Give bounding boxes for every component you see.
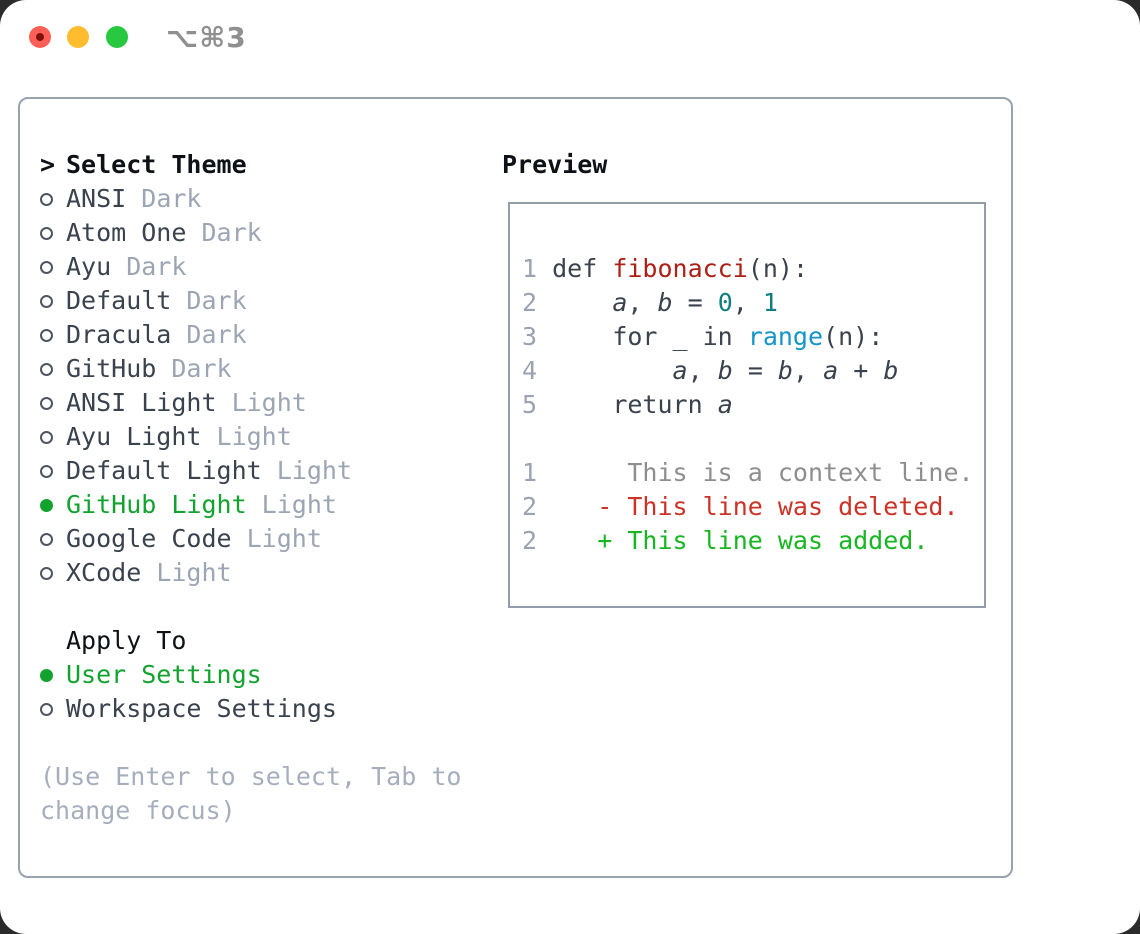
theme-name: Ayu Light [66,422,202,451]
theme-variant: Light [231,524,322,553]
theme-option-ayu[interactable]: Ayu Dark [40,250,461,284]
select-theme-header: > Select Theme [40,148,461,182]
apply-option-label: Workspace Settings [66,694,337,723]
preview-box: 1 def fibonacci(n): 2 a, b = 0, 1 3 for _ … [508,202,986,608]
theme-variant: Dark [186,218,262,247]
theme-variant: Light [141,558,232,587]
titlebar: ⌥⌘3 [0,0,1140,97]
radio-selected-icon [40,668,53,682]
spacer [40,590,461,624]
theme-variant: Dark [171,320,247,349]
theme-option-ansi[interactable]: ANSI Dark [40,182,461,216]
code-line-1: 1 def fibonacci(n): [522,254,809,283]
radio-icon [40,396,53,410]
apply-option-user-settings[interactable]: User Settings [40,658,461,692]
theme-name: Default [66,286,172,315]
radio-icon [40,702,53,716]
blank-line [522,422,984,456]
theme-option-google-code[interactable]: Google Code Light [40,522,461,556]
theme-variant: Light [246,490,337,519]
radio-selected-icon [40,498,53,512]
theme-option-xcode[interactable]: XCode Light [40,556,461,590]
theme-name: Atom One [66,218,187,247]
radio-icon [40,294,53,308]
close-modified-dot-icon [36,33,44,41]
apply-option-label: User Settings [66,660,262,689]
theme-variant: Dark [156,354,232,383]
theme-variant: Dark [126,184,202,213]
apply-to-header: Apply To [40,624,461,658]
preview-title: Preview [502,150,608,179]
hint-text-line-2: change focus) [40,796,236,825]
theme-option-default[interactable]: Default Dark [40,284,461,318]
theme-name: Ayu [66,252,112,281]
radio-icon [40,226,53,240]
diff-deleted-line: 2 - This line was deleted. [522,492,959,521]
radio-icon [40,430,53,444]
apply-to-title: Apply To [66,626,187,655]
theme-option-ansi-light[interactable]: ANSI Light Light [40,386,461,420]
theme-name: Default Light [66,456,262,485]
radio-icon [40,192,53,206]
radio-icon [40,260,53,274]
select-theme-title: Select Theme [66,150,247,179]
theme-name: XCode [66,558,142,587]
theme-option-ayu-light[interactable]: Ayu Light Light [40,420,461,454]
radio-icon [40,532,53,546]
theme-option-atom-one[interactable]: Atom One Dark [40,216,461,250]
theme-name: GitHub [66,354,157,383]
preview-code: 1 def fibonacci(n): 2 a, b = 0, 1 3 for _ … [522,252,984,558]
diff-added-line: 2 + This line was added. [522,526,929,555]
apply-option-workspace-settings[interactable]: Workspace Settings [40,692,461,726]
theme-variant: Dark [111,252,187,281]
theme-name: ANSI [66,184,127,213]
theme-option-dracula[interactable]: Dracula Dark [40,318,461,352]
minimize-icon[interactable] [67,26,89,48]
theme-name: Dracula [66,320,172,349]
theme-option-default-light[interactable]: Default Light Light [40,454,461,488]
theme-variant: Light [201,422,292,451]
hint-text-line-1: (Use Enter to select, Tab to [40,762,462,791]
code-line-4: 4 a, b = b, a + b [522,356,899,385]
diff-context-line: 1 This is a context line. [522,458,974,487]
zoom-icon[interactable] [106,26,128,48]
cursor-caret-icon: > [40,150,56,179]
code-line-2: 2 a, b = 0, 1 [522,288,778,317]
radio-icon [40,362,53,376]
close-icon[interactable] [29,26,51,48]
code-line-3: 3 for _ in range(n): [522,322,884,351]
code-line-5: 5 return a [522,390,733,419]
theme-option-github[interactable]: GitHub Dark [40,352,461,386]
radio-icon [40,328,53,342]
theme-option-github-light[interactable]: GitHub Light Light [40,488,461,522]
theme-variant: Dark [171,286,247,315]
theme-variant: Light [216,388,307,417]
theme-name: Google Code [66,524,232,553]
radio-icon [40,566,53,580]
theme-variant: Light [261,456,352,485]
window-title: ⌥⌘3 [166,21,247,54]
theme-name: GitHub Light [66,490,247,519]
theme-name: ANSI Light [66,388,217,417]
radio-icon [40,464,53,478]
spacer [40,726,461,760]
